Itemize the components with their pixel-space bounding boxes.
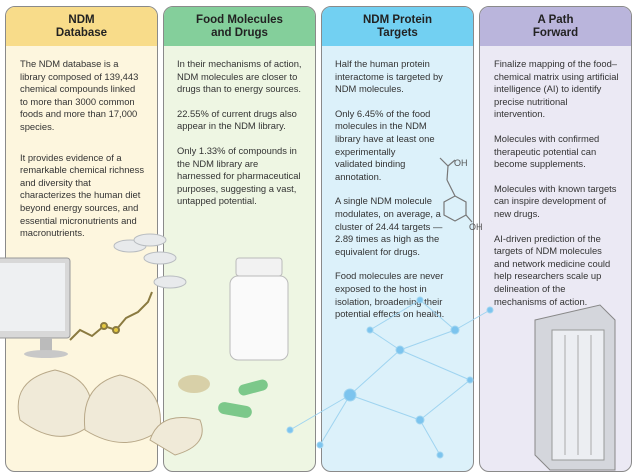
paragraph: Food molecules are never exposed to the … [335,270,445,320]
panel-food-molecules-drugs: Food Molecules and Drugs In their mechan… [163,6,316,472]
paragraph: A single NDM molecule modulates, on aver… [335,195,443,257]
panel-path-forward: A Path Forward Finalize mapping of the f… [479,6,632,472]
panel-ndm-protein-targets: NDM Protein Targets Half the human prote… [321,6,474,472]
paragraph: In their mechanisms of action, NDM molec… [177,58,302,95]
panel-title: Food Molecules and Drugs [164,7,315,46]
paragraph: Molecules with confirmed therapeutic pot… [494,132,600,170]
paragraph: Half the human protein interactome is ta… [335,58,443,95]
paragraph: Finalize mapping of the food–chemical ma… [494,58,619,120]
paragraph: Only 1.33% of compounds in the NDM libra… [177,144,301,207]
paragraph: The NDM database is a library composed o… [20,58,139,132]
panel-title: NDM Protein Targets [322,7,473,46]
panel-title: A Path Forward [480,7,631,46]
panel-ndm-database: NDM Database The NDM database is a libra… [5,6,158,472]
paragraph: 22.55% of current drugs also appear in t… [177,107,297,132]
paragraph: It provides evidence of a remarkable che… [20,151,145,239]
panel-title: NDM Database [6,7,157,46]
paragraph: Only 6.45% of the food molecules in the … [335,107,435,182]
paragraph: AI-driven prediction of the targets of N… [494,232,611,307]
paragraph: Molecules with known targets can inspire… [494,182,617,219]
